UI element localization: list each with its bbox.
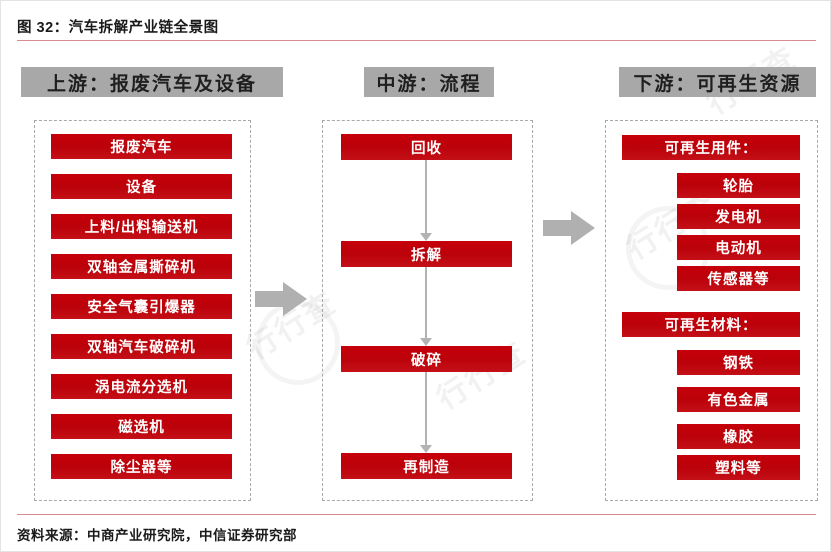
downstream-item: 电动机 — [677, 235, 800, 260]
flow-arrow-icon — [419, 267, 433, 346]
stage-arrow-midstream-to-downstream-icon — [543, 211, 595, 245]
source-note: 资料来源：中商产业研究院，中信证券研究部 — [17, 528, 297, 543]
downstream-item: 塑料等 — [677, 455, 800, 480]
upstream-item: 设备 — [51, 174, 232, 199]
downstream-group-label: 可再生材料： — [622, 312, 800, 337]
footer-divider — [17, 514, 816, 516]
figure-title: 图 32：汽车拆解产业链全景图 — [17, 20, 219, 36]
midstream-group-box — [322, 120, 533, 501]
column-header-midstream: 中游：流程 — [364, 67, 494, 97]
flow-arrow-icon — [419, 372, 433, 453]
upstream-item: 双轴金属撕碎机 — [51, 254, 232, 279]
upstream-item: 双轴汽车破碎机 — [51, 334, 232, 359]
downstream-item: 轮胎 — [677, 173, 800, 198]
midstream-step: 回收 — [341, 134, 512, 160]
column-header-downstream: 下游：可再生资源 — [619, 67, 816, 97]
upstream-item: 除尘器等 — [51, 454, 232, 479]
midstream-step: 再制造 — [341, 453, 512, 479]
downstream-item: 传感器等 — [677, 266, 800, 291]
downstream-item: 发电机 — [677, 204, 800, 229]
upstream-item: 安全气囊引爆器 — [51, 294, 232, 319]
upstream-item: 涡电流分选机 — [51, 374, 232, 399]
downstream-item: 有色金属 — [677, 387, 800, 412]
midstream-step: 破碎 — [341, 346, 512, 372]
downstream-item: 钢铁 — [677, 350, 800, 375]
midstream-step: 拆解 — [341, 241, 512, 267]
stage-arrow-upstream-to-midstream-icon — [255, 282, 307, 316]
column-header-upstream: 上游：报废汽车及设备 — [21, 67, 283, 97]
downstream-group-box — [605, 120, 818, 501]
flow-arrow-icon — [419, 160, 433, 241]
downstream-group-label: 可再生用件： — [622, 135, 800, 160]
title-divider — [17, 40, 816, 42]
upstream-item: 上料/出料输送机 — [51, 214, 232, 239]
upstream-item: 磁选机 — [51, 414, 232, 439]
upstream-group-box — [34, 120, 251, 501]
upstream-item: 报废汽车 — [51, 134, 232, 159]
downstream-item: 橡胶 — [677, 424, 800, 449]
